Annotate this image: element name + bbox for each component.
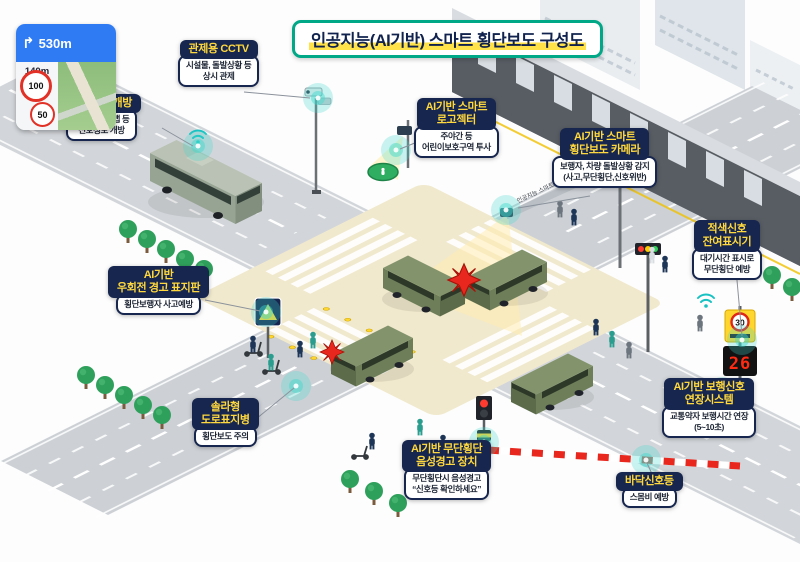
callout-title: 솔라형 도로표지병	[192, 398, 259, 430]
navigation-app-preview: ↱ 530m 140m 100 50	[16, 24, 116, 130]
callout-red-signal-timer: 적색신호 잔여표시기 대기시간 표시로 무단횡단 예방	[692, 220, 762, 281]
callout-title: 적색신호 잔여표시기	[693, 220, 761, 252]
callout-desc: 무단횡단시 음성경고 “신호등 확인하세요”	[404, 467, 490, 501]
floor-led-strip	[487, 446, 741, 470]
callout-desc: 주야간 등 어린이보호구역 투사	[414, 125, 499, 159]
school-zone-projection	[367, 162, 399, 182]
crash-icon-crosswalk	[319, 339, 345, 365]
crash-icon-center	[447, 263, 481, 297]
callout-title: 바닥신호등	[616, 472, 683, 491]
callout-title: AI기반 무단횡단 음성경고 장치	[402, 440, 492, 472]
callout-title: AI기반 스마트 로고젝터	[416, 98, 497, 130]
callout-right-turn-warning: AI기반 우회전 경고 표지판 횡단보행자 사고예방	[108, 266, 210, 315]
turn-arrow-icon: ↱	[22, 34, 35, 52]
callout-logojector: AI기반 스마트 로고젝터 주야간 등 어린이보호구역 투사	[414, 98, 499, 159]
callout-walk-signal-extension: AI기반 보행신호 연장시스템 교통약자 보행시간 연장 (5~10초)	[662, 378, 757, 439]
callout-title: AI기반 스마트 횡단보도 카메라	[560, 128, 650, 160]
callout-desc: 교통약자 보행시간 연장 (5~10초)	[662, 405, 757, 439]
school-zone-speed: 30	[735, 318, 745, 328]
callout-cctv: 관제용 CCTV 시설물, 돌발상황 등 상시 관제	[178, 40, 260, 88]
scooter-riders	[244, 341, 369, 460]
speed-limit-50-sign: 50	[30, 102, 55, 127]
callout-solar-road-stud: 솔라형 도로표지병 횡단보도 주의	[192, 398, 259, 447]
callout-floor-signal-light: 바닥신호등 스몸비 예방	[616, 472, 683, 509]
callout-title: AI기반 우회전 경고 표지판	[108, 266, 210, 298]
callout-crosswalk-camera: AI기반 스마트 횡단보도 카메라 보행자, 차량 돌발상황 감지 (사고,무단…	[552, 128, 658, 189]
map-thumbnail	[58, 62, 116, 130]
traffic-light-ne	[635, 243, 661, 352]
callout-desc: 시설물, 돌발상황 등 상시 관제	[178, 54, 260, 88]
callout-desc: 보행자, 차량 돌발상황 감지 (사고,무단횡단,신호위반)	[552, 155, 658, 189]
callout-desc: 횡단보행자 사고예방	[116, 293, 201, 315]
callout-desc: 대기시간 표시로 무단횡단 예방	[692, 247, 762, 281]
speed-limit-100-sign: 100	[20, 70, 52, 102]
page-title: 인공지능(AI기반) 스마트 횡단보도 구성도	[292, 20, 603, 58]
nav-distance-main: 530m	[38, 35, 72, 51]
callout-jaywalk-warning: AI기반 무단횡단 음성경고 장치 무단횡단시 음성경고 “신호등 확인하세요”	[402, 440, 492, 501]
signal-countdown: 26	[729, 354, 751, 374]
callout-title: AI기반 보행신호 연장시스템	[664, 378, 754, 410]
callout-title: 관제용 CCTV	[179, 40, 258, 59]
nav-direction-bar: ↱ 530m	[16, 24, 116, 62]
